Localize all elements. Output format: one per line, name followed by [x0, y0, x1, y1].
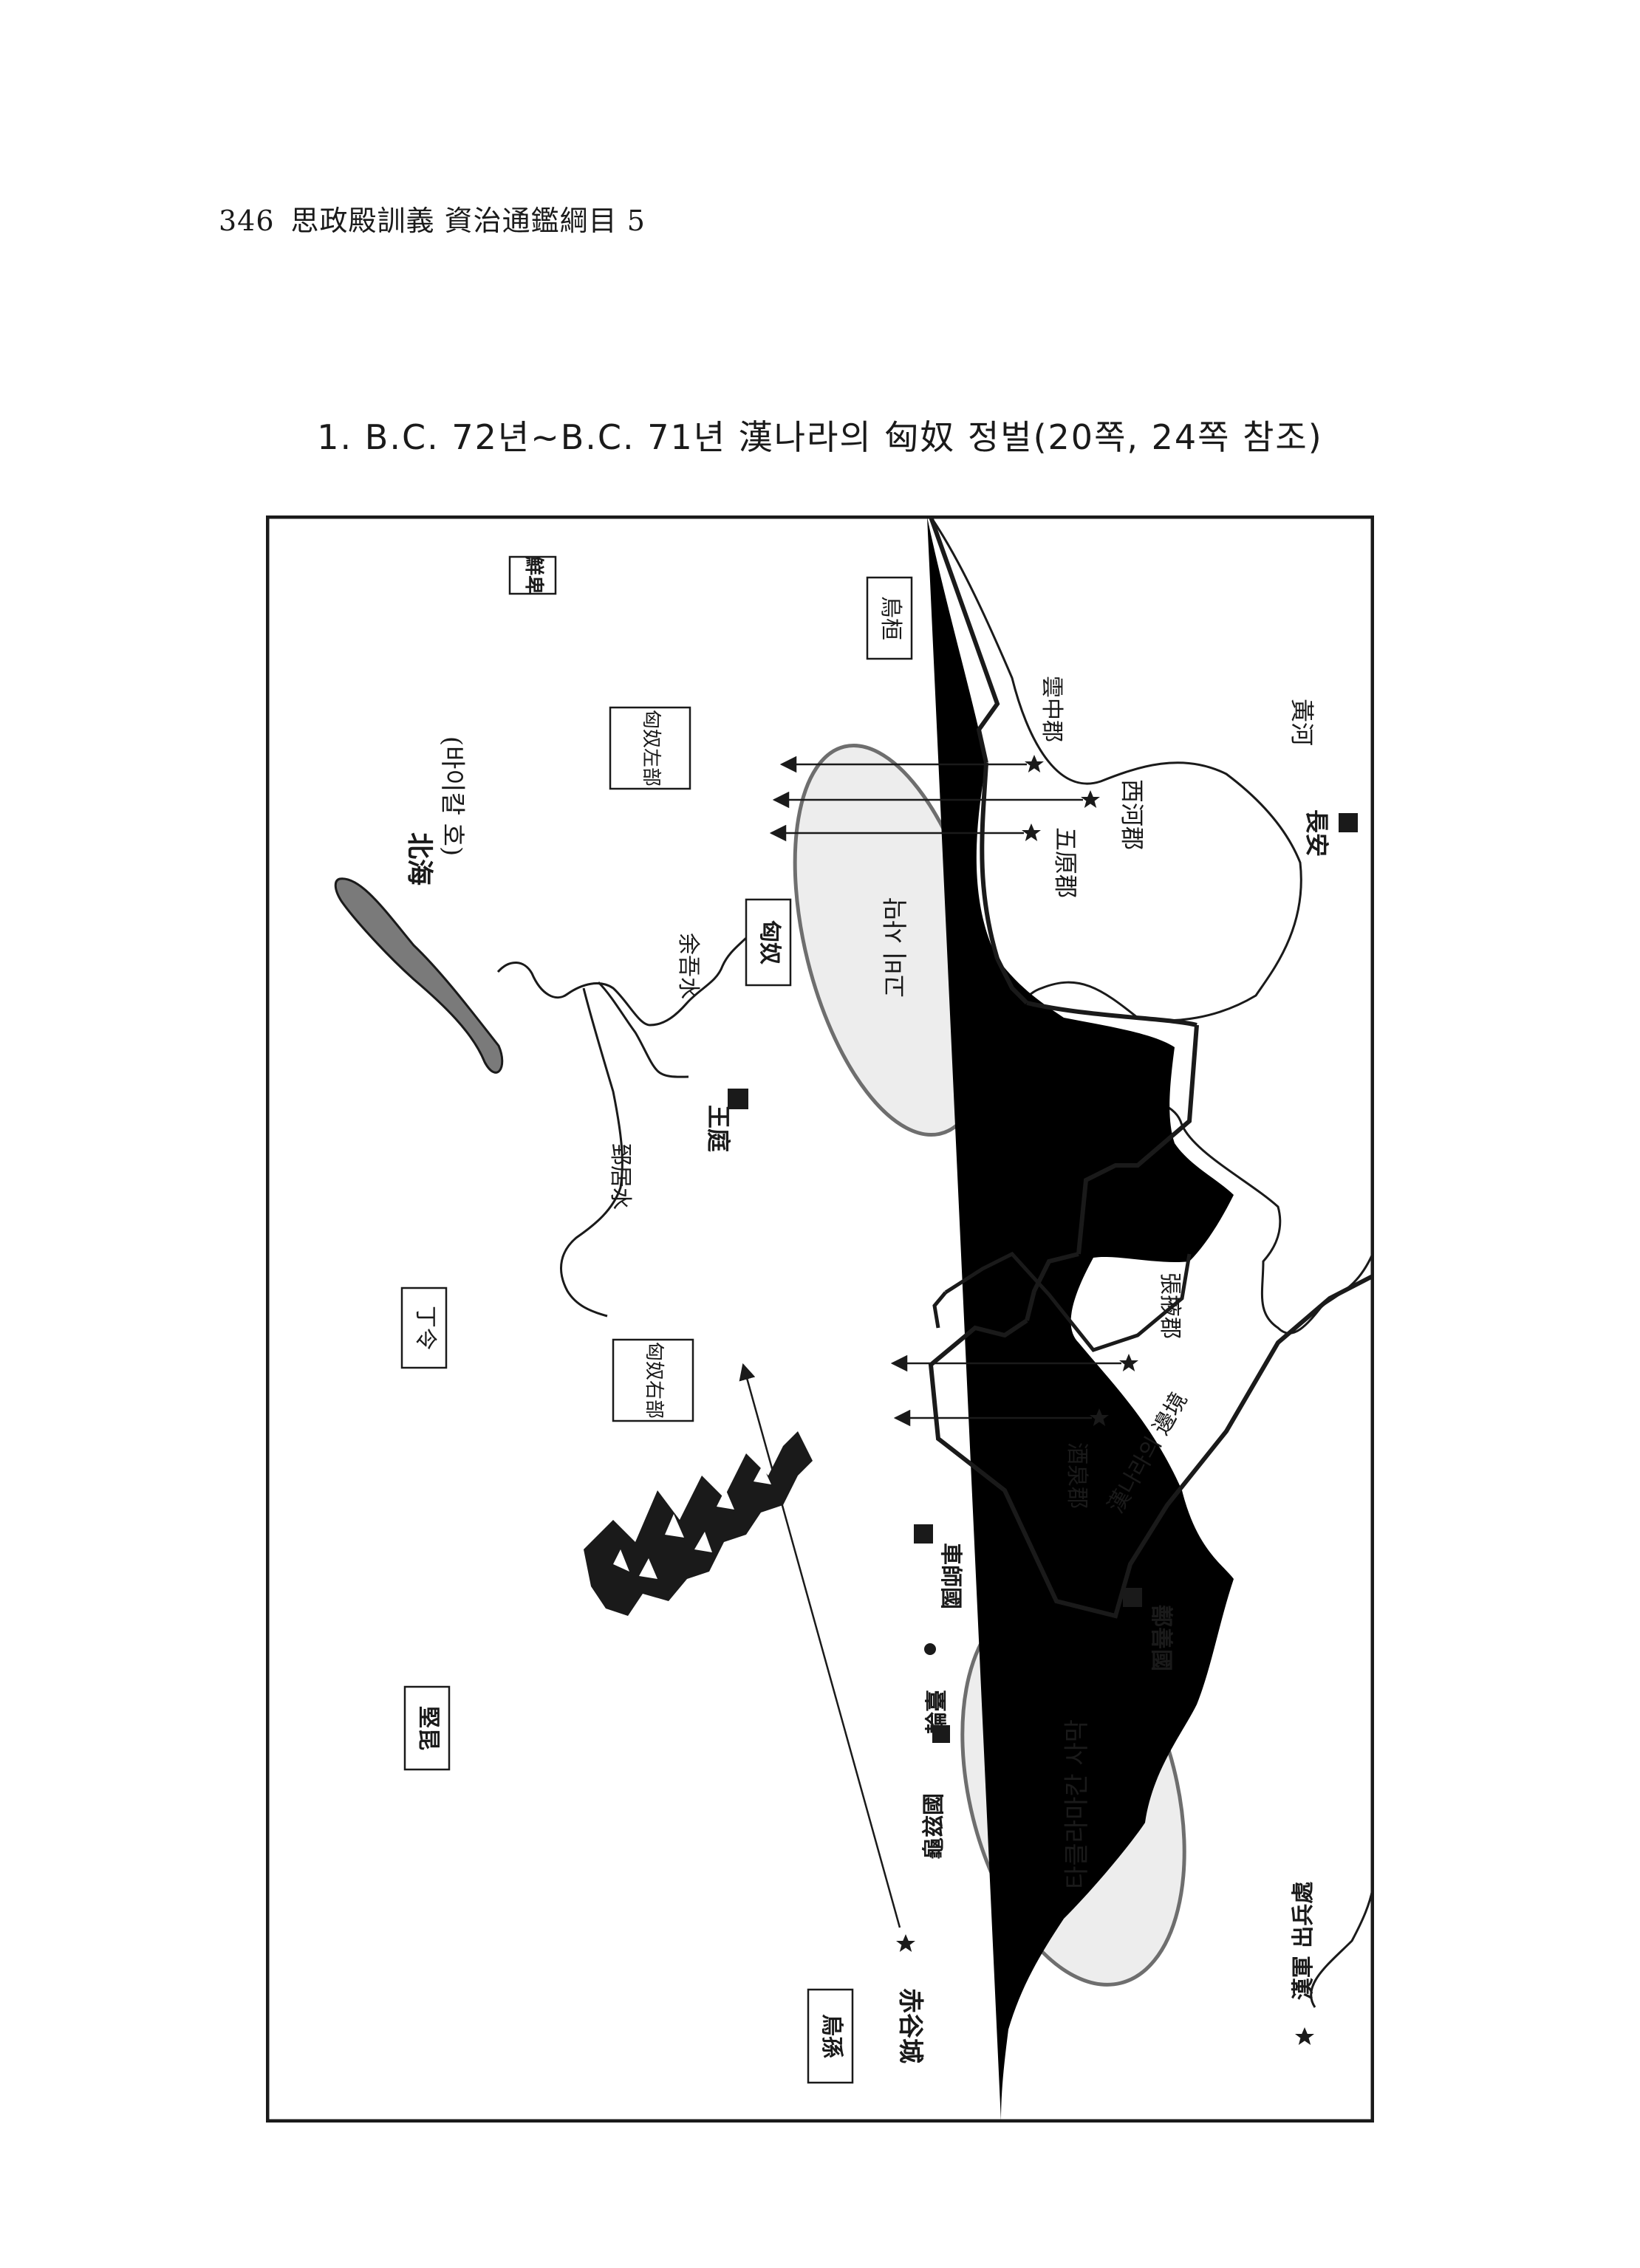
xianbei-box [508, 555, 557, 595]
shanshan-label: 鄯善國 [1148, 1605, 1174, 1671]
book-title: 思政殿訓義 資治通鑑綱目 5 [290, 205, 646, 237]
dot-icon [924, 1643, 936, 1655]
chigu-label: 赤谷城 [895, 1988, 925, 2063]
wuyuan-label: 五原郡 [1052, 827, 1080, 898]
xiongnu-left-label: 匈奴左部 [640, 710, 662, 787]
taklamakan-label: 타클라마칸 사막 [1062, 1719, 1092, 1889]
xiongnu-right-label: 匈奴右部 [643, 1342, 665, 1419]
zhiju-river [560, 987, 623, 1318]
qiuci-label: 龜玆國 [921, 1793, 947, 1860]
rivers [496, 516, 1374, 2008]
xianbei-label: 鮮卑 [522, 556, 545, 595]
jiuquan-label: 酒泉郡 [1064, 1442, 1090, 1509]
page-number: 346 [219, 205, 275, 237]
xihe-label: 西河郡 [1118, 779, 1147, 850]
jiankun-box [403, 1685, 451, 1771]
luntai-label: 輪臺 [924, 1690, 950, 1734]
zhiju-river-label: 郅居水 [607, 1143, 633, 1210]
beihai-lake [334, 877, 504, 1074]
figure-title: 1. B.C. 72년~B.C. 71년 漢나라의 匈奴 정벌(20쪽, 24쪽… [317, 417, 1323, 457]
lower-yellow-river [1310, 1888, 1374, 2008]
square-icon [932, 1725, 950, 1743]
changan-label: 長安 [1303, 809, 1331, 857]
han-border [927, 517, 1234, 2121]
beihai-label: 北海 [404, 832, 435, 885]
square-icon [1339, 813, 1358, 832]
yuwu-river [597, 981, 689, 1078]
square-icon [914, 1524, 933, 1544]
selenga-river [496, 936, 748, 1027]
wuhuan-box [866, 576, 913, 660]
running-head: 346 思政殿訓義 資治通鑑綱目 5 [219, 198, 662, 239]
wusun-label: 烏孫 [819, 2014, 844, 2058]
beihai-note: (바이칼 호) [437, 736, 467, 856]
yellow-river [929, 516, 1374, 1335]
wangting-label: 王庭 [705, 1105, 733, 1152]
xiongnu-label: 匈奴 [756, 920, 782, 965]
xiongnu-box [745, 898, 792, 987]
han-frontier-inner [932, 1251, 1192, 1352]
yuwu-river-label: 余吾水 [675, 933, 701, 999]
han-army-arrows [739, 756, 1121, 1928]
legend-label: 漢軍 出兵處 [1291, 1882, 1316, 2000]
dingling-box [400, 1287, 448, 1369]
xiongnu-left-box [609, 706, 691, 790]
map: 鮮卑 烏桓 匈奴左部 匈奴 丁令 匈奴右部 堅昆 烏孫 北海 (바이칼 호) 余… [266, 515, 1374, 2123]
mountain-icon [584, 1431, 813, 1616]
yunzhong-label: 雲中郡 [1039, 676, 1065, 742]
jushi-label: 車師國 [937, 1543, 963, 1609]
jiankun-label: 堅昆 [415, 1706, 441, 1750]
yellow-river-label: 黃河 [1288, 699, 1316, 746]
han-frontier [928, 515, 1374, 1619]
xiongnu-right-box [612, 1338, 694, 1422]
square-icon [1123, 1588, 1142, 1607]
wusun-box [807, 1988, 854, 2084]
zhangye-label: 張掖郡 [1157, 1272, 1183, 1339]
gobi-label: 고비 사막 [881, 897, 911, 998]
wuhuan-label: 烏桓 [878, 596, 903, 640]
square-icon [728, 1089, 748, 1109]
dingling-label: 丁令 [412, 1306, 438, 1350]
arrow-chigu [739, 1363, 901, 1928]
